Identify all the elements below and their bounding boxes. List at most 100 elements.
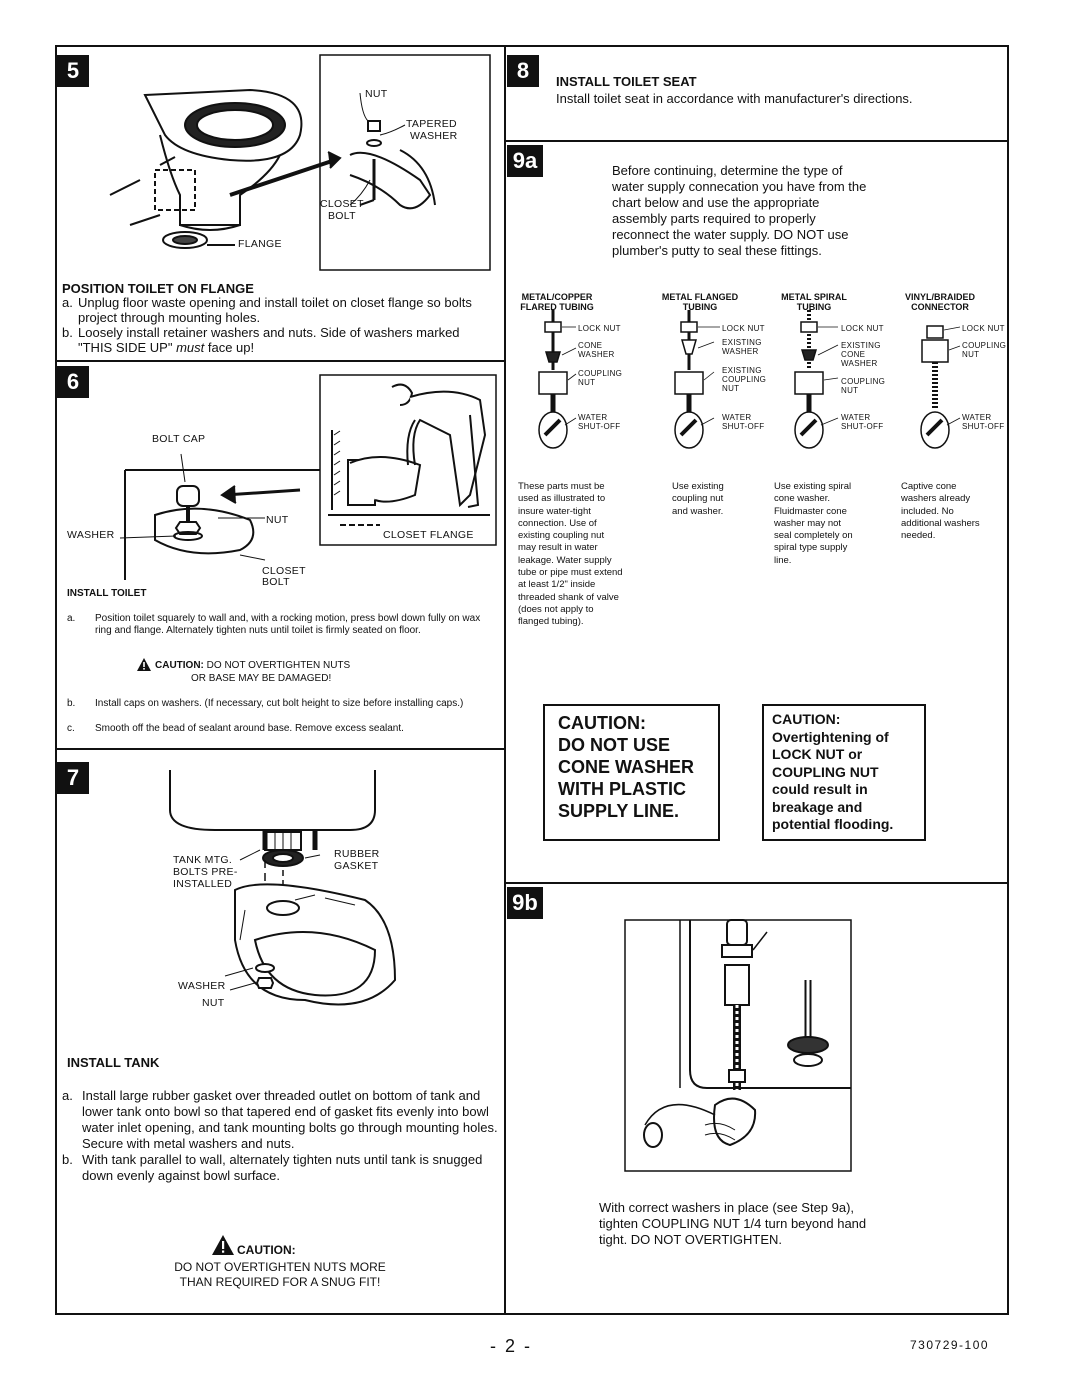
document-number: 730729-100 <box>910 1338 990 1352</box>
item-text: With tank parallel to wall, alternately … <box>82 1152 483 1183</box>
divider-9a-9b <box>504 882 1009 884</box>
item-key: c. <box>67 723 75 734</box>
part-label: WASHER <box>578 350 615 359</box>
caution-line: SUPPLY LINE. <box>558 801 680 821</box>
header-line: FLARED TUBING <box>520 302 594 312</box>
label-bolt: BOLT <box>262 576 290 588</box>
caution-line: LOCK NUT or <box>772 746 863 762</box>
label-bolt-cap: BOLT CAP <box>152 433 206 445</box>
note-line: threaded shank of valve <box>518 591 619 603</box>
caution-text: DO NOT OVERTIGHTEN NUTS <box>203 660 351 671</box>
label-washer: WASHER <box>67 529 115 541</box>
list-item: a.Position toilet squarely to wall and, … <box>67 613 487 637</box>
supply-fittings-illustration <box>538 310 961 449</box>
part-label: CONE <box>578 341 603 350</box>
caution-line-2: THAN REQUIRED FOR A SNUG FIT! <box>179 1275 381 1289</box>
bolt-cap-illustration <box>119 453 320 580</box>
toilet-on-flange-illustration <box>109 54 491 271</box>
step9a-intro: Before continuing, determine the type of… <box>612 163 912 259</box>
step9b-text: With correct washers in place (see Step … <box>599 1200 929 1248</box>
caution-line: WITH PLASTIC <box>558 779 686 799</box>
intro-line: water supply connecation you have from t… <box>612 179 867 194</box>
part-label: SHUT-OFF <box>962 422 1005 431</box>
item-key: a. <box>67 613 76 624</box>
header-line: CONNECTOR <box>911 302 969 312</box>
note-line: washers already <box>901 493 971 505</box>
item-key: b. <box>67 698 76 709</box>
label-closet: CLOSET <box>320 198 364 210</box>
list-item: c. Smooth off the bead of sealant around … <box>67 723 487 735</box>
caution-line-1: DO NOT OVERTIGHTEN NUTS MORE <box>174 1260 386 1274</box>
item-text: Smooth off the bead of sealant around ba… <box>95 723 404 734</box>
item-tail: face up! <box>204 340 255 355</box>
list-item: a.Install large rubber gasket over threa… <box>62 1088 502 1152</box>
list-item: a.Unplug floor waste opening and install… <box>62 295 494 325</box>
item-text: Install caps on washers. (If necessary, … <box>95 698 464 709</box>
installing-toilet-illustration <box>319 374 497 546</box>
note-line: leakage. Water supply <box>518 554 612 566</box>
text-line: tighten COUPLING NUT 1/4 turn beyond han… <box>599 1216 867 1231</box>
part-label: CONE <box>841 350 866 359</box>
text-line: With correct washers in place (see Step … <box>599 1200 855 1215</box>
item-key: b. <box>62 325 73 340</box>
header-line: VINYL/BRAIDED <box>904 292 975 302</box>
part-label: LOCK NUT <box>841 324 884 333</box>
label-washer: WASHER <box>178 980 226 992</box>
step-number-5: 5 <box>57 55 89 87</box>
part-label: WATER <box>578 413 608 422</box>
part-label: WATER <box>962 413 992 422</box>
note-line: existing coupling nut <box>518 530 605 542</box>
part-label: COUPLING <box>578 369 623 378</box>
part-label: LOCK NUT <box>722 324 765 333</box>
install-tank-illustration <box>169 770 397 1006</box>
part-label: SHUT-OFF <box>722 422 765 431</box>
part-label: NUT <box>962 350 980 359</box>
note-line: coupling nut <box>672 493 724 505</box>
part-label: NUT <box>578 378 596 387</box>
part-label: WATER <box>841 413 871 422</box>
label-bolt: BOLT <box>328 210 356 222</box>
heading-install-tank: INSTALL TANK <box>67 1055 160 1070</box>
note-line: included. No <box>901 505 954 517</box>
label-closet: CLOSET <box>262 565 306 577</box>
note-line: additional washers <box>901 517 980 529</box>
part-label: WASHER <box>841 359 878 368</box>
caution-line: breakage and <box>772 798 863 815</box>
heading-position-toilet: POSITION TOILET ON FLANGE <box>62 281 254 296</box>
note-line: tube or pipe must extend <box>518 567 623 579</box>
note-metal-flanged: Use existing coupling nut and washer. <box>672 481 762 518</box>
part-label: WASHER <box>722 347 759 356</box>
header-line: METAL SPIRAL <box>781 292 847 302</box>
note-line: Fluidmaster cone <box>774 505 847 517</box>
caution-line: could result in <box>772 781 868 797</box>
step6-item-c: c. Smooth off the bead of sealant around … <box>67 723 487 735</box>
note-line: insure water-tight <box>518 505 591 517</box>
note-line: Use existing spiral <box>774 481 852 492</box>
intro-line: reconnect the water supply. DO NOT use <box>612 227 849 242</box>
caution-line: Overtightening of <box>772 728 889 745</box>
note-line: connection. Use of <box>518 517 597 529</box>
part-label: LOCK NUT <box>578 324 621 333</box>
warning-icon <box>137 658 151 671</box>
caution-line: CAUTION: <box>558 713 646 733</box>
caution-line: DO NOT USE <box>558 735 671 755</box>
part-label: SHUT-OFF <box>841 422 884 431</box>
step7-instructions: a.Install large rubber gasket over threa… <box>62 1088 502 1184</box>
label-gasket: GASKET <box>334 860 379 872</box>
note-metal-copper: These parts must be used as illustrated … <box>518 481 648 629</box>
note-line: (does not apply to <box>518 603 594 615</box>
note-vinyl-braided: Captive cone washers already included. N… <box>901 481 1006 542</box>
label-installed: INSTALLED <box>173 878 233 890</box>
item-key: a. <box>62 295 73 310</box>
note-line: and washer. <box>672 505 724 517</box>
list-item: b.With tank parallel to wall, alternatel… <box>62 1152 502 1184</box>
step6-item-a: a.Position toilet squarely to wall and, … <box>67 613 487 637</box>
caution-line: potential flooding. <box>772 816 894 832</box>
list-item: b. Install caps on washers. (If necessary… <box>67 698 487 710</box>
text-line: tight. DO NOT OVERTIGHTEN. <box>599 1232 782 1247</box>
column-divider <box>504 45 506 1315</box>
